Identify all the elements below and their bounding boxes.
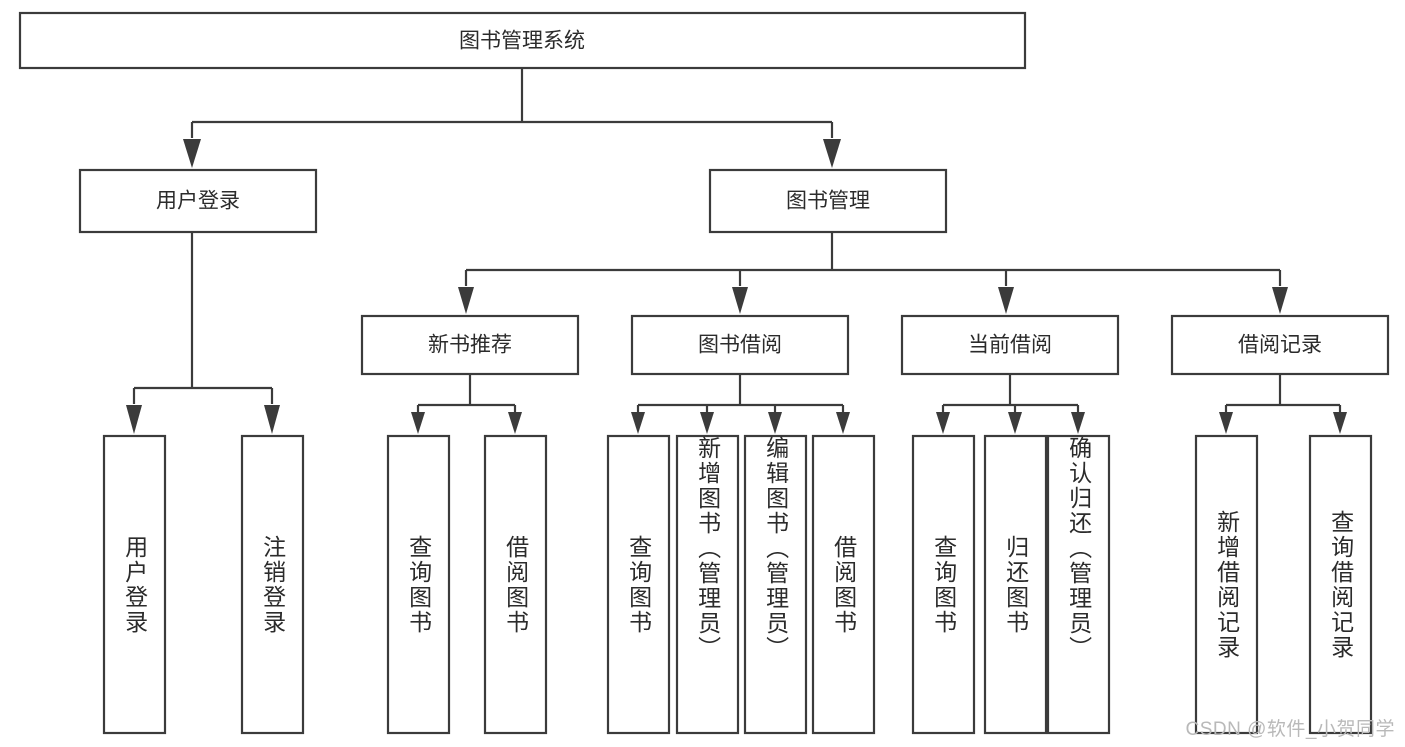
- node-box-current-borrow[interactable]: [900, 314, 1120, 376]
- label-root: 图书管理系统: [459, 30, 585, 53]
- leaf-box-11[interactable]: [1194, 434, 1259, 735]
- arrow-userlogin-leaf-1: [126, 405, 142, 434]
- arrow-newbook-leaf-1: [411, 412, 425, 434]
- arrow-borrow-leaf-4: [836, 412, 850, 434]
- label-book-borrow: 图书借阅: [698, 334, 782, 357]
- arrow-current-leaf-3: [1071, 412, 1085, 434]
- labels-group: 图书管理系统 用户登录 图书管理 新书推荐 图书借阅 当前借阅 借阅记录: [156, 30, 1322, 357]
- node-box-root[interactable]: [18, 11, 1027, 70]
- arrow-newbook-leaf-2: [508, 412, 522, 434]
- arrow-borrow-leaf-3: [768, 412, 782, 434]
- arrow-records-leaf-2: [1333, 412, 1347, 434]
- node-box-book-management[interactable]: [708, 168, 948, 234]
- leaf-box-3[interactable]: [483, 434, 548, 735]
- arrow-userlogin-leaf-2: [264, 405, 280, 434]
- label-user-login: 用户登录: [156, 190, 240, 213]
- arrow-root-to-book-mgmt: [823, 139, 841, 168]
- arrow-borrow-leaf-1: [631, 412, 645, 434]
- arrow-current-leaf-1: [936, 412, 950, 434]
- arrow-root-to-user-login: [183, 139, 201, 168]
- node-box-borrow-records[interactable]: [1170, 314, 1390, 376]
- node-box-user-login[interactable]: [78, 168, 318, 234]
- leaf-box-7[interactable]: [811, 434, 876, 735]
- leaf-box-2[interactable]: [386, 434, 451, 735]
- arrow-records-leaf-1: [1219, 412, 1233, 434]
- arrow-bookmgmt-to-borrow: [732, 287, 748, 314]
- leaf-box-6[interactable]: [743, 434, 808, 735]
- arrow-bookmgmt-to-records: [1272, 287, 1288, 314]
- leaf-box-9[interactable]: [983, 434, 1048, 735]
- leaf-box-5[interactable]: [675, 434, 740, 735]
- arrow-bookmgmt-to-newbook: [458, 287, 474, 314]
- connectors-group: [126, 68, 1347, 434]
- leaf-box-0[interactable]: [102, 434, 167, 735]
- label-new-book-recommend: 新书推荐: [428, 334, 512, 357]
- label-borrow-records: 借阅记录: [1238, 334, 1322, 357]
- label-current-borrow: 当前借阅: [968, 334, 1052, 357]
- node-box-book-borrow[interactable]: [630, 314, 850, 376]
- node-box-new-book-recommend[interactable]: [360, 314, 580, 376]
- leaf-box-12[interactable]: [1308, 434, 1373, 735]
- nodes-group: [18, 11, 1390, 735]
- arrow-bookmgmt-to-current: [998, 287, 1014, 314]
- leaf-box-10[interactable]: [1046, 434, 1111, 735]
- arrow-current-leaf-2: [1008, 412, 1022, 434]
- leaf-box-8[interactable]: [911, 434, 976, 735]
- leaf-box-4[interactable]: [606, 434, 671, 735]
- leaf-box-1[interactable]: [240, 434, 305, 735]
- arrow-borrow-leaf-2: [700, 412, 714, 434]
- label-book-management: 图书管理: [786, 190, 870, 213]
